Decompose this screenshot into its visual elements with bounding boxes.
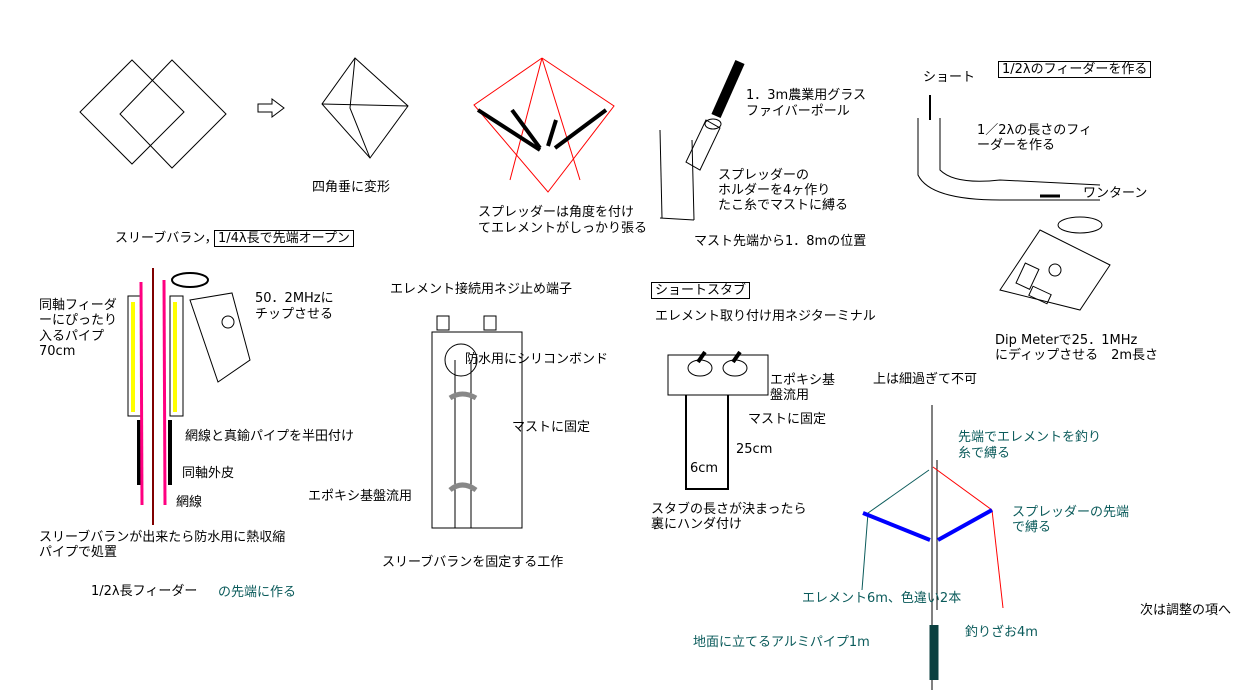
two-squares-sketch <box>79 59 227 169</box>
balun-boxed-note: 1/4λ長で先端オープン <box>214 230 354 247</box>
balun-title: スリーブバラン， <box>115 231 218 246</box>
step2-caption-2: てエレメントがしっかり張る <box>478 221 648 236</box>
dip-meter-1: Dip Meterで25．1MHz <box>995 333 1138 348</box>
holder-label-2: ホルダーを4ヶ作り <box>718 183 831 198</box>
step2-caption-1: スプレッダーは角度を付け <box>478 205 635 220</box>
holder-label-3: たこ糸でマストに縛る <box>718 198 849 213</box>
stub-mast-label: マストに固定 <box>748 412 827 427</box>
element-label: エレメント6m、色違い2本 <box>802 591 962 606</box>
balun-after-2: パイプで処置 <box>39 545 118 560</box>
feeder-loop-sketch <box>917 95 1111 311</box>
pole-label-2: ファイバーポール <box>746 104 850 119</box>
pipe-label-2: ーにぴったり <box>39 313 118 328</box>
braid-label: 網線 <box>176 495 203 510</box>
spreader-tip-2: で縛る <box>1012 520 1052 535</box>
mount-mast-label: マストに固定 <box>512 420 591 435</box>
mount-epoxy-label: エポキシ基盤流用 <box>308 489 413 504</box>
short-label: ショート <box>923 70 976 85</box>
final-antenna-sketch <box>861 405 1004 690</box>
jacket-label: 同軸外皮 <box>182 466 235 481</box>
solder-label: 網線と真鍮パイプを半田付け <box>185 429 355 444</box>
mast-holder-sketch <box>659 59 745 221</box>
dip-meter-2: にディップさせる 2m長さ <box>995 348 1159 363</box>
feeder-label: 1/2λ長フィーダー <box>91 584 198 599</box>
freq-label-2: チップさせる <box>255 307 334 322</box>
holder-label-1: スプレッダーの <box>718 168 810 183</box>
stub-title-box: ショートスタブ <box>651 282 751 299</box>
pyramid-sketch <box>321 57 409 159</box>
stub-width: 6cm <box>690 461 719 476</box>
stub-length: 25cm <box>736 442 773 457</box>
feeder-title-box: 1/2λのフィーダーを作る <box>998 61 1152 78</box>
step1-caption: 四角垂に変形 <box>312 180 391 195</box>
spreader-frame-sketch <box>473 57 615 193</box>
pipe-label-4: 70cm <box>39 344 76 359</box>
feeder-length-2: ーダーを作る <box>977 138 1056 153</box>
balun-after-1: スリーブバランが出来たら防水用に熱収縮 <box>39 530 286 545</box>
pole-label-1: 1．3m農業用グラス <box>746 88 866 103</box>
terminal-label: エレメント接続用ネジ止め端子 <box>390 282 573 297</box>
stub-terminal-label: エレメント取り付け用ネジターミナル <box>655 309 876 324</box>
freq-label-1: 50．2MHzに <box>255 291 334 306</box>
ground-pipe-label: 地面に立てるアルミパイプ1m <box>693 635 870 650</box>
stub-epoxy-1: エポキシ基 <box>770 373 836 388</box>
silicone-label: 防水用にシリコンボンド <box>465 352 609 367</box>
mount-caption: スリーブバランを固定する工作 <box>382 555 564 570</box>
mount-board-sketch <box>431 315 523 529</box>
stub-after-2: 裏にハンダ付け <box>651 517 743 532</box>
one-turn-label: ワンターン <box>1083 186 1148 201</box>
holder-position: マスト先端から1．8mの位置 <box>694 234 867 249</box>
feeder-length-1: 1／2λの長さのフィ <box>977 123 1092 138</box>
sleeve-balun-sketch <box>127 268 251 525</box>
short-stub-sketch <box>667 350 769 490</box>
pipe-label-3: 入るパイプ <box>39 329 105 344</box>
next-section-link[interactable]: 次は調整の項へ <box>1140 603 1232 618</box>
spreader-tip-1: スプレッダーの先端 <box>1012 505 1130 520</box>
feeder-tip-label: の先端に作る <box>218 585 297 600</box>
pipe-label-1: 同軸フィーダ <box>39 298 117 313</box>
rod-label: 釣りざお4m <box>965 625 1038 640</box>
tip-label-2: 糸で縛る <box>958 446 1011 461</box>
arrow-icon <box>257 98 285 118</box>
stub-epoxy-2: 盤流用 <box>770 388 810 403</box>
top-too-thin-label: 上は細過ぎて不可 <box>873 372 978 387</box>
tip-label-1: 先端でエレメントを釣り <box>958 430 1102 445</box>
stub-after-1: スタブの長さが決まったら <box>651 502 807 517</box>
